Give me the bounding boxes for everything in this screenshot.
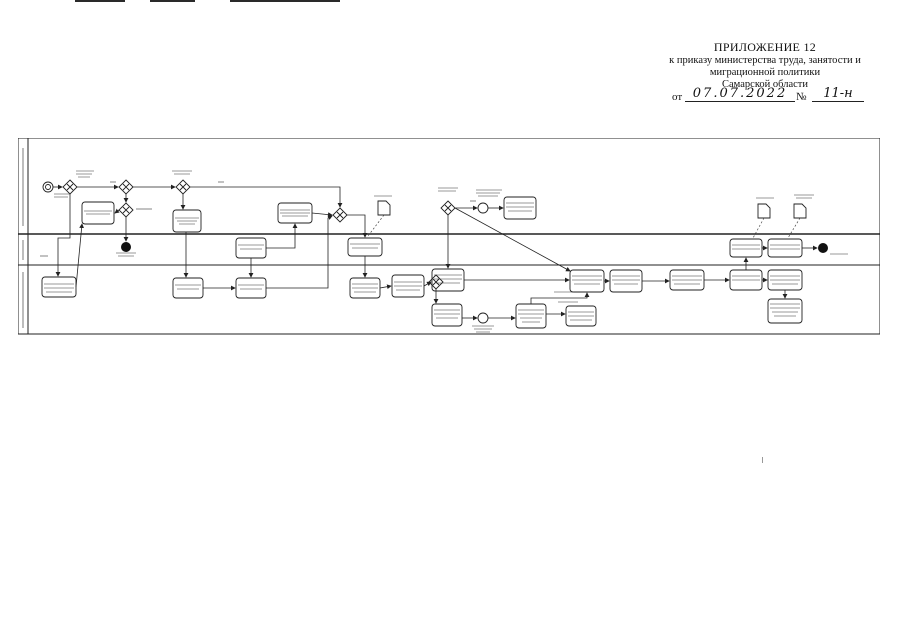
appendix-line-1: к приказу министерства труда, занятости … — [669, 55, 861, 66]
task-box — [235, 277, 267, 299]
intermediate-event — [477, 312, 489, 324]
exclusive-gateway — [332, 207, 348, 223]
pool-frame — [18, 138, 880, 335]
task-box — [569, 269, 605, 293]
task-box — [41, 276, 77, 298]
task-box — [767, 238, 803, 258]
appendix-header: ПРИЛОЖЕНИЕ 12 к приказу министерства тру… — [640, 40, 890, 91]
order-number-sign: № — [796, 91, 807, 103]
order-number: 11-н — [812, 86, 864, 102]
bpmn-process-diagram — [18, 138, 880, 338]
task-box — [235, 237, 267, 259]
task-box — [609, 269, 643, 293]
task-box — [347, 237, 383, 257]
task-box — [729, 238, 763, 258]
task-box — [172, 277, 204, 299]
start-event-inner — [45, 184, 51, 190]
task-box — [503, 196, 537, 220]
scan-speck — [762, 457, 763, 463]
data-object — [757, 203, 771, 219]
order-date: 07.07.2022 — [685, 86, 795, 102]
task-box — [767, 298, 803, 324]
scan-artifact-line — [230, 0, 340, 2]
scan-artifact-line — [75, 0, 125, 2]
end-event — [121, 242, 131, 252]
scan-artifact-line — [150, 0, 195, 2]
appendix-line-3: Самарской области — [722, 79, 808, 90]
start-event — [42, 181, 54, 193]
order-date-prefix: от — [672, 91, 683, 103]
task-box — [172, 209, 202, 233]
task-box — [431, 303, 463, 327]
appendix-line-2: миграционной политики — [709, 67, 821, 78]
data-object — [377, 200, 391, 216]
intermediate-event — [477, 202, 489, 214]
bpmn-diagram-svg — [18, 138, 880, 335]
task-box — [515, 303, 547, 329]
appendix-title: ПРИЛОЖЕНИЕ 12 — [713, 40, 817, 54]
data-object — [793, 203, 807, 219]
order-reference: от 07.07.2022 № 11-н — [672, 86, 872, 106]
end-event — [818, 243, 828, 253]
task-box — [565, 305, 597, 327]
task-box — [81, 201, 115, 225]
